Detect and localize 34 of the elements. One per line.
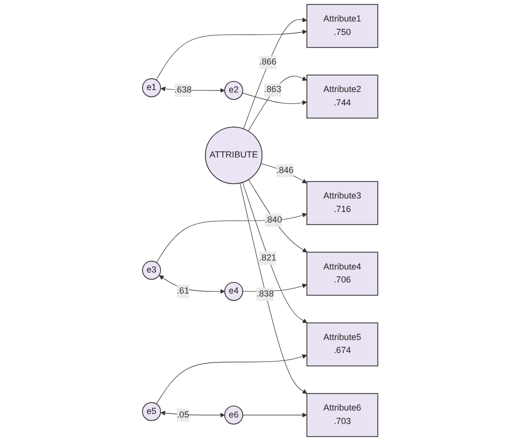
arrow xyxy=(242,412,307,418)
arrow xyxy=(156,212,307,263)
edge-label: .846 xyxy=(276,166,294,176)
arrow xyxy=(242,92,307,106)
node-circle: e2 xyxy=(224,80,244,100)
edge-label: .838 xyxy=(256,289,274,299)
arrow xyxy=(243,17,307,130)
node-box: Attribute1 .750 xyxy=(306,4,378,48)
arrow xyxy=(158,275,225,294)
arrow xyxy=(156,30,307,80)
edge-label: .05 xyxy=(176,410,189,420)
edge-label: .840 xyxy=(264,215,282,225)
node-box: Attribute2 .744 xyxy=(306,74,378,119)
edge-label: .866 xyxy=(259,57,276,67)
edge-label: .821 xyxy=(258,253,276,263)
arrow xyxy=(156,354,307,404)
node-circle: e1 xyxy=(142,78,161,98)
arrow xyxy=(260,163,307,184)
node-circle: e3 xyxy=(142,260,161,280)
node-box: Attribute4 .706 xyxy=(306,252,378,296)
edge-label: .638 xyxy=(174,85,192,95)
arrow xyxy=(248,179,308,252)
arrow xyxy=(160,410,225,418)
node-box: Attribute3 .716 xyxy=(306,181,378,226)
node-circle: ATTRIBUTE xyxy=(204,126,262,184)
node-box: Attribute6 .703 xyxy=(306,393,378,437)
arrow xyxy=(248,76,307,132)
node-circle: e6 xyxy=(224,406,244,425)
edge-label: .863 xyxy=(264,85,282,94)
node-circle: e4 xyxy=(224,282,244,301)
edge-label: .61 xyxy=(176,286,189,296)
arrow xyxy=(160,86,225,93)
node-circle: e5 xyxy=(142,402,161,422)
node-box: Attribute5 .674 xyxy=(306,322,378,366)
